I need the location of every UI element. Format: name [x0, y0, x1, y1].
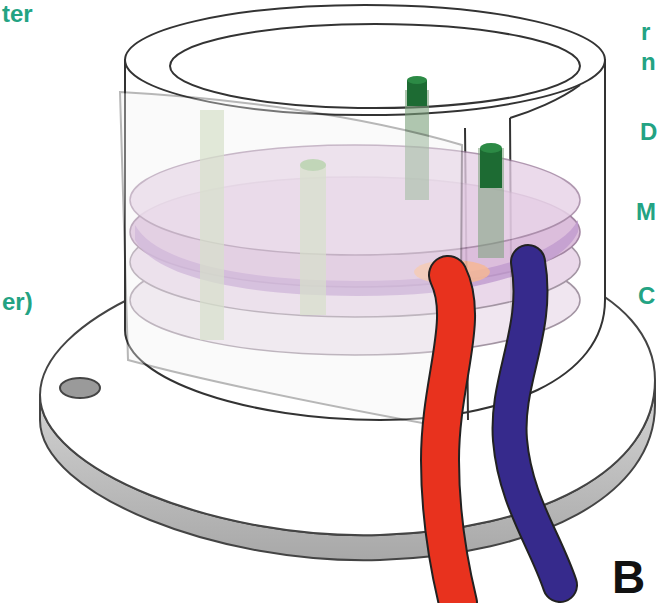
clear-front-panel [120, 92, 462, 430]
part-label: C [638, 282, 655, 310]
outlet-tube-outline [510, 262, 560, 585]
panel-letter: B [612, 552, 645, 602]
part-label: n [641, 48, 656, 76]
red-tube [440, 275, 458, 603]
part-label: M [636, 198, 656, 226]
part-label: r [641, 18, 650, 46]
pin-head [480, 148, 502, 188]
mount-hole [60, 378, 100, 398]
ring-bore [170, 24, 580, 108]
ring-slot-edge [510, 85, 580, 118]
part-label: ter [2, 0, 33, 28]
part-label: D [640, 118, 657, 146]
part-label: er) [2, 288, 33, 316]
pin [478, 148, 504, 258]
pin-cap [407, 76, 427, 84]
inlet-tube-outline [440, 275, 458, 603]
pin-cap [480, 143, 502, 153]
blue-tube [510, 262, 560, 585]
